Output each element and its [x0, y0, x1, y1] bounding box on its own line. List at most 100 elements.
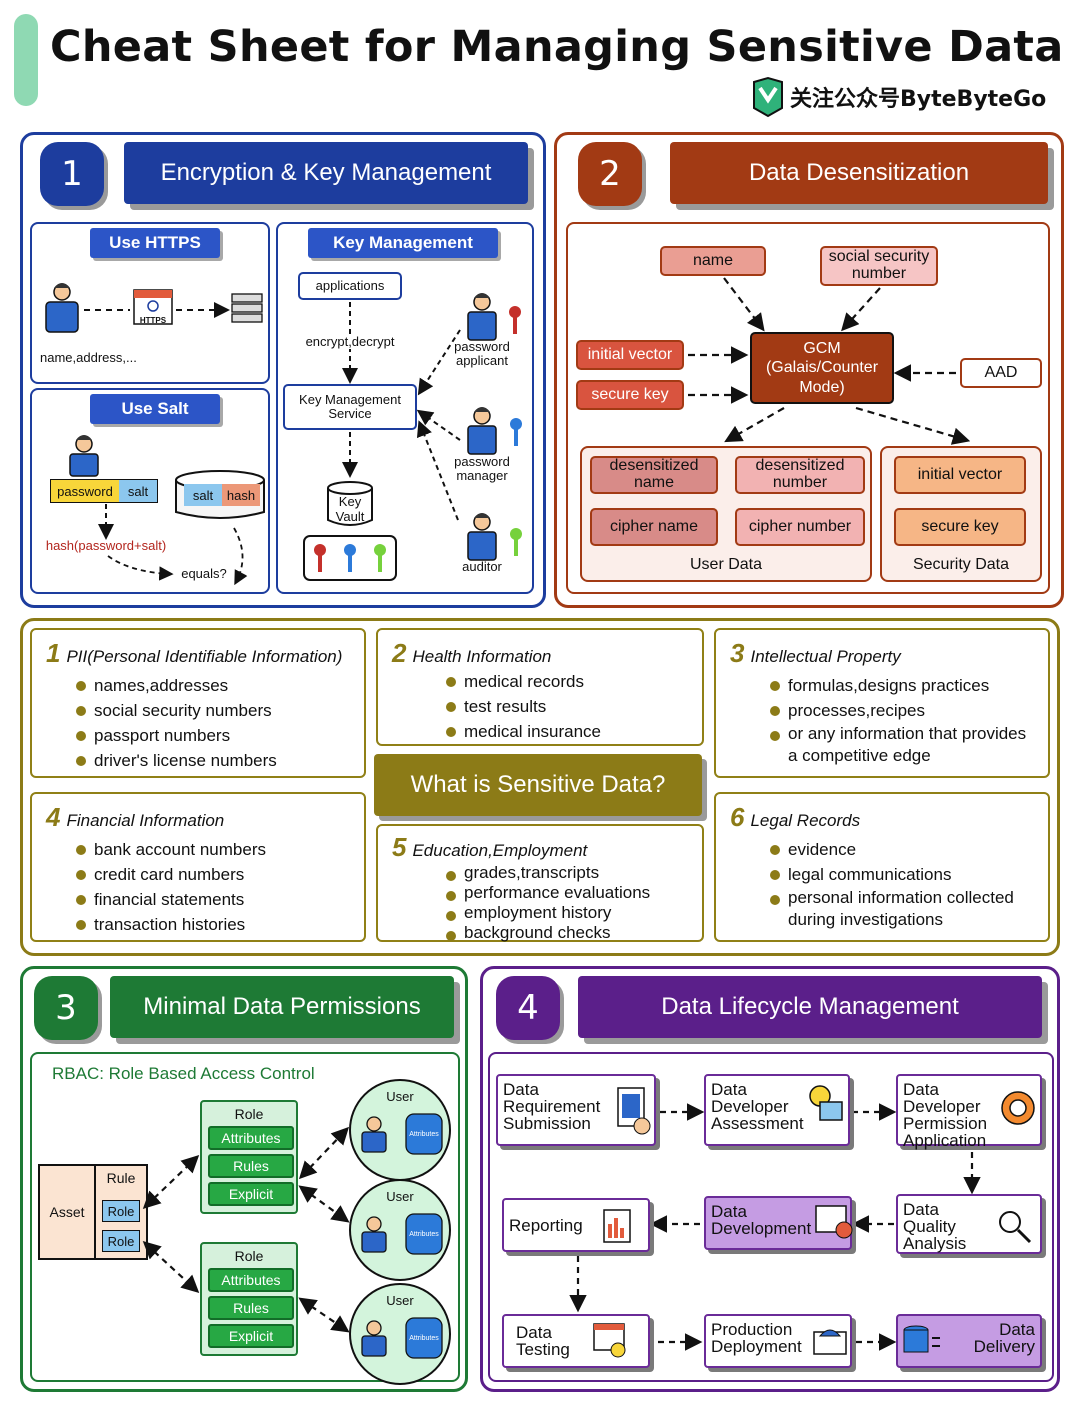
list-item: processes,recipes — [766, 698, 1034, 723]
https-box — [30, 222, 270, 384]
card-title: Legal Records — [750, 811, 861, 830]
role-title: Role — [234, 1248, 264, 1264]
step-quality: Data Quality Analysis — [896, 1194, 1042, 1254]
salt-label: salt — [119, 480, 157, 502]
step-label: Data Requirement Submission — [503, 1080, 601, 1133]
card-number: 1 — [46, 638, 61, 668]
applications-box: applications — [298, 272, 402, 300]
list-item: social security numbers — [72, 698, 350, 723]
ssn-input: social security number — [820, 246, 938, 286]
browser-icon — [133, 289, 173, 325]
manager-label: password manager — [454, 454, 510, 483]
secure-key-input: secure key — [576, 380, 684, 410]
step-label: Reporting — [509, 1215, 583, 1235]
salt-box — [30, 388, 270, 594]
step-assessment: Data Developer Assessment — [704, 1074, 850, 1146]
list-item: performance evaluations — [442, 883, 688, 903]
applicant-label: password applicant — [454, 339, 510, 368]
attributes-button: Attributes — [208, 1126, 294, 1150]
brand-text: 关注公众号ByteByteGo — [790, 87, 1047, 112]
user-label: User — [386, 1089, 414, 1104]
user-circle — [349, 1179, 451, 1281]
step-label: Data Developer Permission Application — [903, 1080, 988, 1150]
encrypt-label: encrypt,decrypt — [296, 334, 404, 349]
key-icon — [374, 544, 386, 572]
section-4-title: Data Lifecycle Management — [578, 976, 1042, 1038]
list-item: financial statements — [72, 887, 350, 912]
gear-icon — [1001, 1091, 1035, 1125]
list-item: evidence — [766, 837, 1034, 862]
sensitive-center-title: What is Sensitive Data? — [374, 754, 702, 816]
report-icon — [603, 1209, 631, 1243]
section-2-number: 2 — [578, 142, 642, 206]
bytebytego-logo-icon — [753, 76, 783, 118]
list-item: bank account numbers — [72, 837, 350, 862]
db-salt-hash: salt hash — [184, 484, 260, 506]
card-number: 3 — [730, 638, 745, 668]
role-card: Role Attributes Rules Explicit — [200, 1100, 298, 1214]
card-title: PII(Personal Identifiable Information) — [66, 647, 343, 666]
attributes-button: Attributes — [208, 1268, 294, 1292]
initial-vector-input: initial vector — [576, 340, 684, 370]
lifecycle-box — [488, 1052, 1054, 1382]
role-tag: Role — [102, 1230, 140, 1252]
list-item: medical records — [442, 669, 688, 694]
attributes-db-label: Attributes — [409, 1131, 439, 1138]
desensitization-panel — [554, 132, 1064, 608]
list-item: passport numbers — [72, 723, 350, 748]
person-icon — [467, 293, 497, 341]
key-management-box — [276, 222, 534, 594]
step-development: Data Development — [704, 1196, 853, 1250]
section-1-number: 1 — [40, 142, 104, 206]
card-number: 6 — [730, 802, 745, 832]
key-icon — [510, 528, 522, 556]
step-label: Data Development — [711, 1202, 812, 1238]
list-item: background checks — [442, 923, 688, 943]
explicit-button: Explicit — [208, 1182, 294, 1206]
security-data-label: Security Data — [912, 556, 1010, 573]
permissions-panel — [20, 966, 468, 1392]
password-label: password — [51, 480, 119, 502]
list-item: employment history — [442, 903, 688, 923]
user-label: User — [386, 1293, 414, 1308]
rbac-title: RBAC: Role Based Access Control — [52, 1064, 315, 1083]
explicit-button: Explicit — [208, 1324, 294, 1348]
asset-label: Asset — [40, 1166, 96, 1258]
step-label: Data Delivery — [973, 1320, 1035, 1356]
user-data-label: User Data — [689, 556, 763, 573]
person-icon — [69, 435, 99, 477]
card-number: 2 — [392, 638, 407, 668]
attributes-db-label: Attributes — [409, 1335, 439, 1342]
brand: 关注公众号ByteByteGo — [752, 76, 1046, 118]
list-item: medical insurance — [442, 719, 688, 744]
list-item: or any information that provides a compe… — [766, 723, 1034, 767]
key-icon — [510, 418, 522, 446]
encryption-panel — [20, 132, 546, 608]
rules-button: Rules — [208, 1154, 294, 1178]
step-label: Data Testing — [516, 1323, 570, 1359]
attributes-db-label: Attributes — [409, 1231, 439, 1238]
rules-button: Rules — [208, 1296, 294, 1320]
equals-label: equals? — [181, 566, 227, 581]
person-icon — [45, 283, 79, 333]
vault-icon — [327, 481, 373, 526]
desensitized-number: desensitized number — [735, 456, 865, 494]
list-item: names,addresses — [72, 673, 350, 698]
magnifier-icon — [999, 1211, 1032, 1244]
section-3-number: 3 — [34, 976, 98, 1040]
server-icon — [231, 293, 263, 323]
aad-input: AAD — [960, 358, 1042, 388]
section-3-title: Minimal Data Permissions — [110, 976, 454, 1038]
person-icon — [467, 513, 497, 561]
list-item: personal information collected during in… — [766, 887, 1034, 931]
desensitized-name: desensitized name — [590, 456, 718, 494]
secure-key-output: secure key — [894, 508, 1026, 546]
cipher-number: cipher number — [735, 508, 865, 546]
page-title: Cheat Sheet for Managing Sensitive Data — [50, 22, 1064, 72]
sensitive-data-panel — [20, 618, 1060, 956]
https-caption: name,address,... — [40, 350, 137, 365]
